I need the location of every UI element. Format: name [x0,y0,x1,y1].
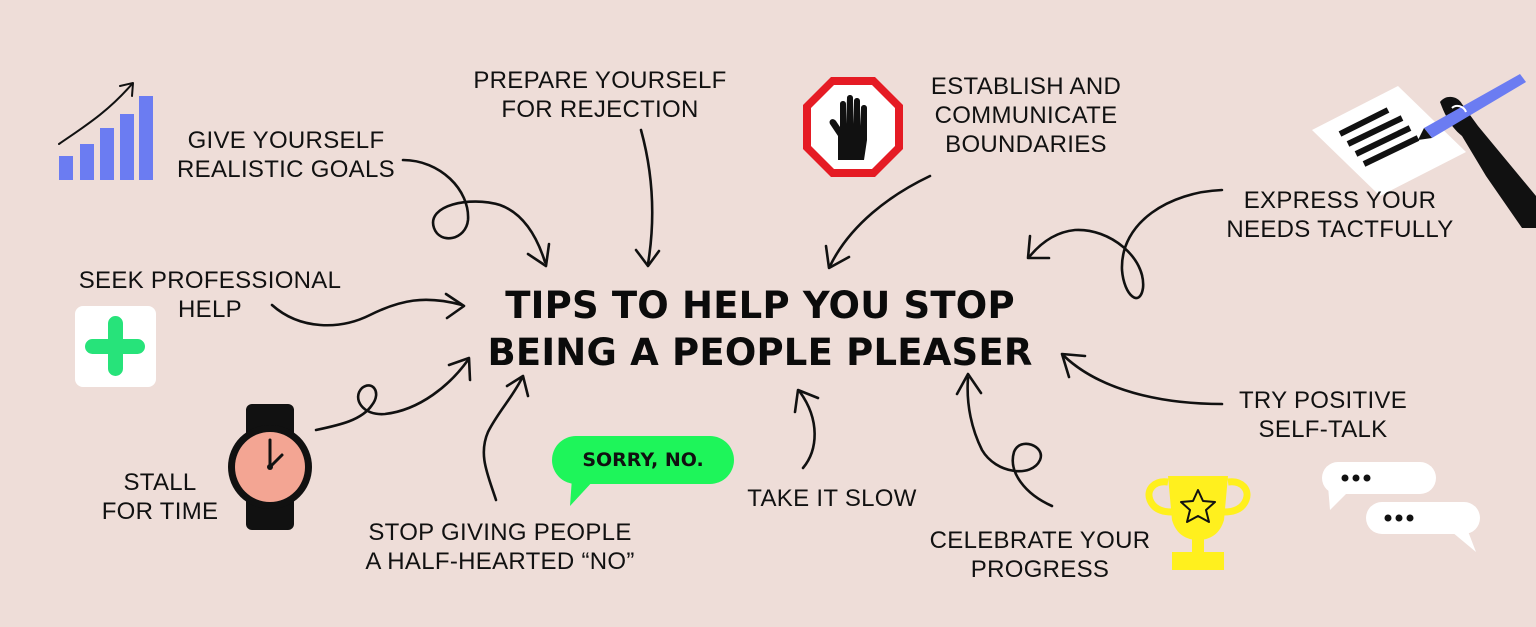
tip-realistic-goals: GIVE YOURSELF REALISTIC GOALS [170,126,402,184]
tip-self-talk-line-1: TRY POSITIVE [1238,387,1408,414]
tip-celebrate: CELEBRATE YOUR PROGRESS [922,526,1158,584]
arrowhead-stall [447,356,472,382]
arrow-professional [270,298,464,327]
arrowhead-boundaries [824,244,851,270]
tip-professional: SEEK PROFESSIONAL HELP [72,266,348,324]
tip-boundaries-line-1: ESTABLISH AND [930,73,1122,100]
arrowhead-celebrate [955,372,983,396]
trophy-icon [1145,476,1251,570]
arrow-stall [314,358,470,432]
tip-stall-line-2: FOR TIME [101,498,219,525]
tip-boundaries-line-3: BOUNDARIES [945,131,1107,158]
speech-bubble-text: SORRY, NO. [582,449,704,471]
tip-realistic-goals-line-1: GIVE YOURSELF [187,127,385,154]
tip-stall-line-1: STALL [123,469,197,496]
tip-self-talk-line-2: SELF-TALK [1258,416,1388,443]
arrow-celebrate [966,376,1054,508]
tip-boundaries-line-2: COMMUNICATE [934,102,1118,129]
tip-rejection-line-1: PREPARE YOURSELF [473,67,727,94]
arrow-boundaries [828,174,932,268]
tip-stall: STALL FOR TIME [92,468,228,526]
tip-needs-line-1: EXPRESS YOUR [1243,187,1437,214]
arrowhead-realistic-goals [526,242,551,268]
writing-document-icon [1312,74,1536,228]
arrowhead-rejection [634,248,661,268]
tip-realistic-goals-line-2: REALISTIC GOALS [177,156,395,183]
main-title-line-1: TIPS TO HELP YOU STOP [505,284,1015,327]
arrow-half-hearted [482,376,524,502]
tip-rejection: PREPARE YOURSELF FOR REJECTION [468,66,732,124]
arrow-realistic-goals [401,158,547,264]
tip-slow-line-1: TAKE IT SLOW [747,485,917,512]
main-title-line-2: BEING A PEOPLE PLEASER [487,331,1033,374]
tip-half-hearted-line-1: STOP GIVING PEOPLE [368,519,632,546]
main-title: TIPS TO HELP YOU STOP BEING A PEOPLE PLE… [440,282,1080,376]
arrowhead-slow [793,388,820,414]
medical-plus-icon [75,306,156,387]
tip-self-talk: TRY POSITIVE SELF-TALK [1226,386,1420,444]
arrow-needs [1028,188,1224,300]
tip-boundaries: ESTABLISH AND COMMUNICATE BOUNDARIES [916,72,1136,159]
watch-icon [228,404,312,530]
tip-needs: EXPRESS YOUR NEEDS TACTFULLY [1218,186,1462,244]
bar-chart-growth-icon [58,82,153,180]
tip-needs-line-2: NEEDS TACTFULLY [1226,216,1454,243]
chat-bubbles-icon [1322,462,1480,552]
tip-celebrate-line-1: CELEBRATE YOUR [929,527,1151,554]
tip-half-hearted-line-2: A HALF-HEARTED “NO” [365,548,635,575]
tip-professional-line-2: HELP [178,296,242,323]
arrowhead-professional [444,292,466,320]
arrow-slow [798,390,816,470]
tip-rejection-line-2: FOR REJECTION [501,96,699,123]
speech-bubble-shape [552,436,734,506]
tip-slow: TAKE IT SLOW [736,484,928,513]
tip-professional-line-1: SEEK PROFESSIONAL [78,267,342,294]
arrow-rejection [639,128,654,266]
arrowhead-half-hearted [505,374,530,398]
tip-celebrate-line-2: PROGRESS [970,556,1110,583]
stop-hand-icon [803,77,903,177]
arrowhead-self-talk [1060,352,1087,379]
tip-half-hearted: STOP GIVING PEOPLE A HALF-HEARTED “NO” [350,518,650,576]
arrow-self-talk [1062,354,1224,406]
arrowhead-needs [1026,234,1051,260]
